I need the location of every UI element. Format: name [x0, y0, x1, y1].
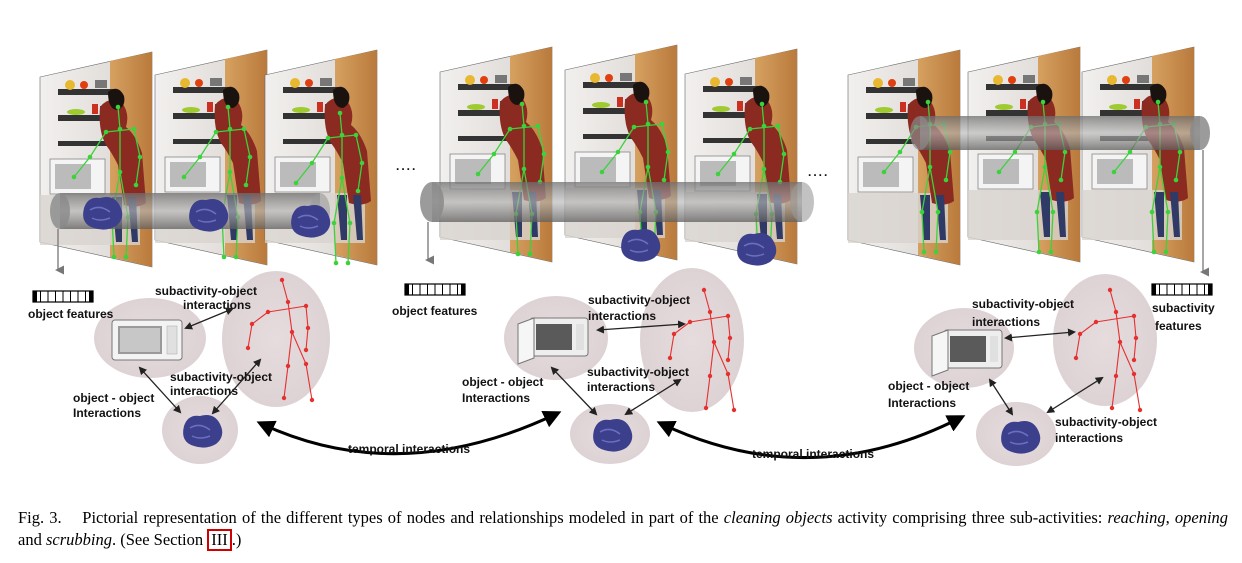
caption-text-4: .) [231, 530, 242, 549]
graph-group-3: subactivity features subactivity-object … [888, 274, 1215, 466]
video-frames-opening [420, 44, 814, 267]
figure-illustration: .... .... object fea [28, 44, 1215, 466]
object-features-label: object features [28, 307, 114, 321]
graph-group-1: object features subactivity-object inter… [28, 271, 330, 464]
subactivity-features-label-line2: features [1155, 319, 1202, 333]
oo-label-line2: Interactions [888, 396, 956, 410]
caption-sep: , [1165, 508, 1170, 527]
graph-group-2: object features subactivity-object inter… [392, 268, 744, 464]
caption-text-2: activity comprising three sub-activities… [837, 508, 1103, 527]
oo-label-line2: Interactions [462, 391, 530, 405]
subactivity-track-cylinder [910, 116, 1210, 150]
caption-text-3: . (See Section [111, 530, 204, 549]
section-ref-link[interactable]: III [207, 529, 232, 551]
feature-vector-icon [1151, 283, 1213, 296]
cloth-node [182, 414, 223, 449]
oo-label-line1: object - object [888, 379, 969, 393]
caption-subactivity-3: scrubbing [45, 530, 112, 549]
caption-activity: cleaning objects [723, 508, 833, 527]
caption-fig-label: Fig. 3. [18, 508, 62, 527]
microwave-node [111, 319, 183, 361]
oo-label-line1: object - object [462, 375, 543, 389]
so-label-bottom-line1: subactivity-object [170, 370, 272, 384]
so-label-top-line1: subactivity-object [155, 284, 257, 298]
object-track-cylinder [420, 182, 814, 222]
caption-subactivity-1: reaching [1107, 508, 1166, 527]
feature-vector-icon [32, 290, 94, 303]
feature-vector-icon [404, 283, 466, 296]
temporal-edge-2: temporal interactions [656, 415, 966, 461]
video-frames-reaching [39, 49, 378, 275]
caption-subactivity-2: opening [1174, 508, 1229, 527]
ellipsis-2: .... [808, 165, 829, 179]
caption-and: and [18, 530, 42, 549]
cloth-node [592, 418, 633, 453]
so-label-bottom-line2: interactions [587, 380, 655, 394]
so-label-top-line2: interactions [183, 298, 251, 312]
cloth-node [1000, 420, 1041, 455]
temporal-edge-1: temporal interactions [256, 411, 562, 456]
so-label-bottom-line1: subactivity-object [587, 365, 689, 379]
figure-caption: Fig. 3. Pictorial representation of the … [18, 507, 1228, 551]
so-label-bottom-line2: interactions [1055, 431, 1123, 445]
temporal-interactions-label: temporal interactions [348, 442, 470, 456]
so-label-top-line2: interactions [588, 309, 656, 323]
oo-label-line2: Interactions [73, 406, 141, 420]
subactivity-features-label-line1: subactivity [1152, 301, 1215, 315]
oo-label-line1: object - object [73, 391, 154, 405]
caption-text-1: Pictorial representation of the differen… [82, 508, 719, 527]
so-label-top-line1: subactivity-object [972, 297, 1074, 311]
video-frames-scrubbing [847, 46, 1210, 277]
so-label-top-line1: subactivity-object [588, 293, 690, 307]
so-label-top-line2: interactions [972, 315, 1040, 329]
temporal-interactions-label: temporal interactions [752, 447, 874, 461]
so-label-bottom-line1: subactivity-object [1055, 415, 1157, 429]
ellipsis-1: .... [396, 159, 417, 173]
object-features-label: object features [392, 304, 478, 318]
